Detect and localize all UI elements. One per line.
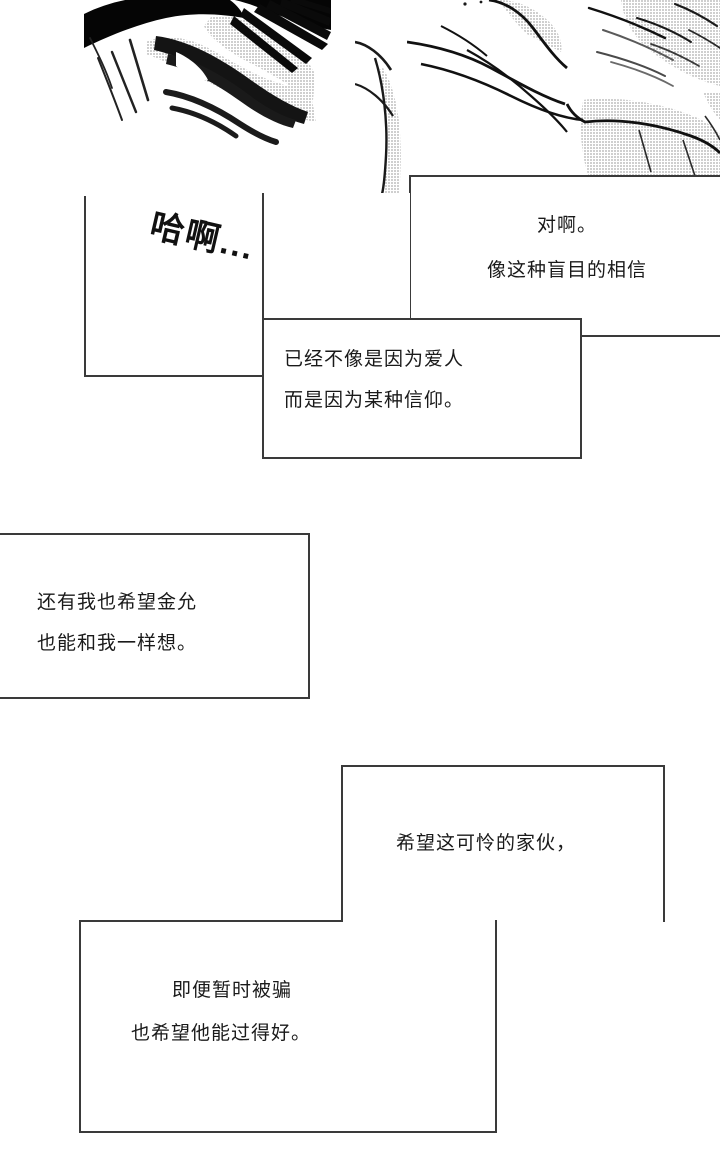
- body-closeup-artwork-left: [355, 0, 407, 195]
- eye-closeup-panel: [84, 0, 331, 377]
- narration-hope-line1: 即便暂时被骗: [172, 980, 293, 1001]
- narration-panel-hope: [79, 920, 497, 1133]
- narration-right-line1: 对啊。: [536, 215, 597, 236]
- narration-panel-pity: [341, 765, 665, 922]
- narration-belief-line1: 已经不像是因为爱人: [284, 349, 465, 370]
- narration-panel-middle: [262, 193, 410, 339]
- eye-closeup-artwork: [84, 0, 331, 196]
- narration-panel-belief: [262, 318, 582, 459]
- panel-seam-mask: [343, 918, 495, 924]
- narration-belief-line2: 而是因为某种信仰。: [284, 390, 465, 411]
- narration-wish-line2: 也能和我一样想。: [37, 633, 198, 654]
- body-closeup-panel: [355, 0, 407, 195]
- narration-panel-wish: [0, 533, 310, 699]
- narration-hope-line2: 也希望他能过得好。: [131, 1023, 312, 1044]
- narration-pity-line1: 希望这可怜的家伙，: [396, 833, 577, 854]
- narration-right-line2: 像这种盲目的相信: [486, 260, 647, 281]
- narration-wish-line1: 还有我也希望金允: [37, 592, 198, 613]
- body-closeup-artwork-right: [407, 0, 720, 177]
- narration-panel-right: [409, 175, 720, 337]
